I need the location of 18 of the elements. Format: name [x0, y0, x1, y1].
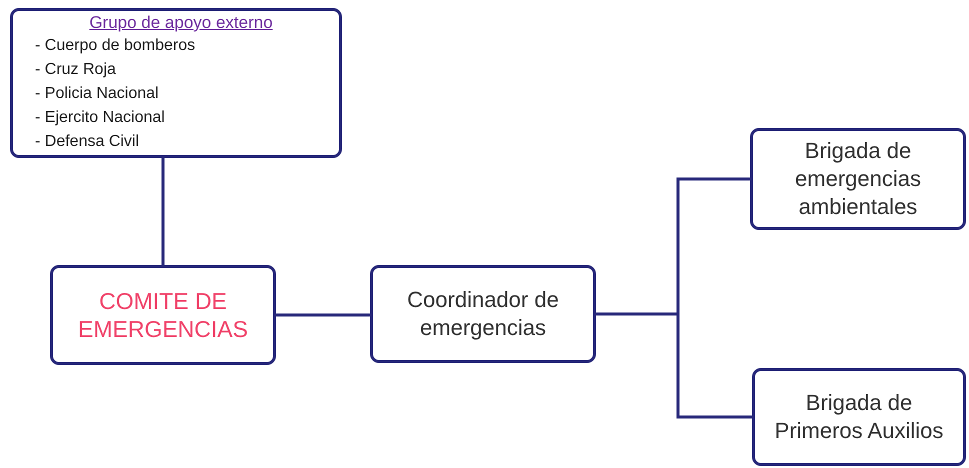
connector-line [596, 312, 752, 418]
list-item: - Cuerpo de bomberos [35, 36, 196, 56]
list-item: - Policia Nacional [35, 84, 159, 104]
org-box [370, 265, 596, 363]
list-item: - Cruz Roja [35, 60, 116, 80]
list-item: - Ejercito Nacional [35, 108, 165, 128]
org-box [752, 368, 966, 466]
group-box [10, 8, 342, 158]
group-heading: Grupo de apoyo externo [89, 12, 273, 34]
connector-line [276, 314, 370, 316]
box-label: Brigada de Primeros Auxilios [774, 389, 944, 445]
org-box [750, 128, 966, 230]
box-label: Brigada de emergencias ambientales [794, 137, 922, 221]
box-label: Coordinador de emergencias [406, 286, 560, 342]
box-label: COMITE DE EMERGENCIAS [77, 287, 249, 343]
list-item: - Defensa Civil [35, 132, 140, 152]
org-box [50, 265, 276, 365]
connector-line [162, 158, 164, 265]
